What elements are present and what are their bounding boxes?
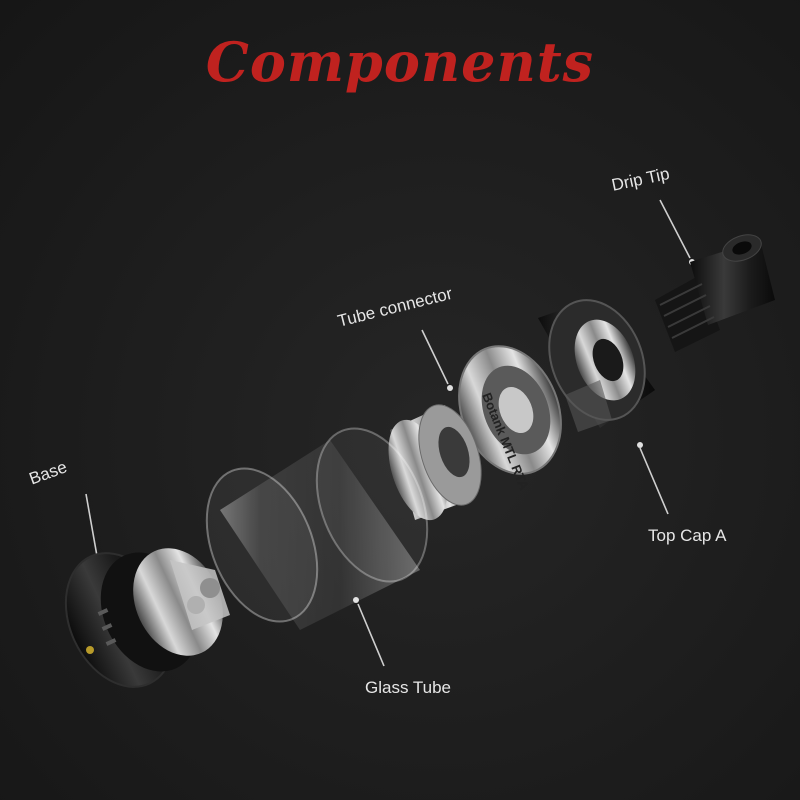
chimney-part: [388, 404, 482, 521]
dot-top-cap: [637, 442, 643, 448]
glass-tube-part: [205, 427, 429, 630]
page-title: Components: [205, 30, 595, 94]
leader-line-base: [85, 493, 98, 557]
drip-tip-part: [655, 234, 775, 352]
leader-line-tube-connector: [421, 329, 449, 385]
leader-lines: [85, 199, 691, 667]
leader-line-glass-tube: [357, 603, 385, 667]
top-cap-part: [538, 299, 655, 432]
label-top-cap: Top Cap A: [648, 526, 727, 545]
dot-tube-connector: [447, 385, 453, 391]
leader-line-drip-tip: [659, 199, 691, 259]
base-part: [64, 548, 230, 688]
leader-line-top-cap: [639, 447, 669, 515]
label-glass-tube: Glass Tube: [365, 678, 451, 697]
